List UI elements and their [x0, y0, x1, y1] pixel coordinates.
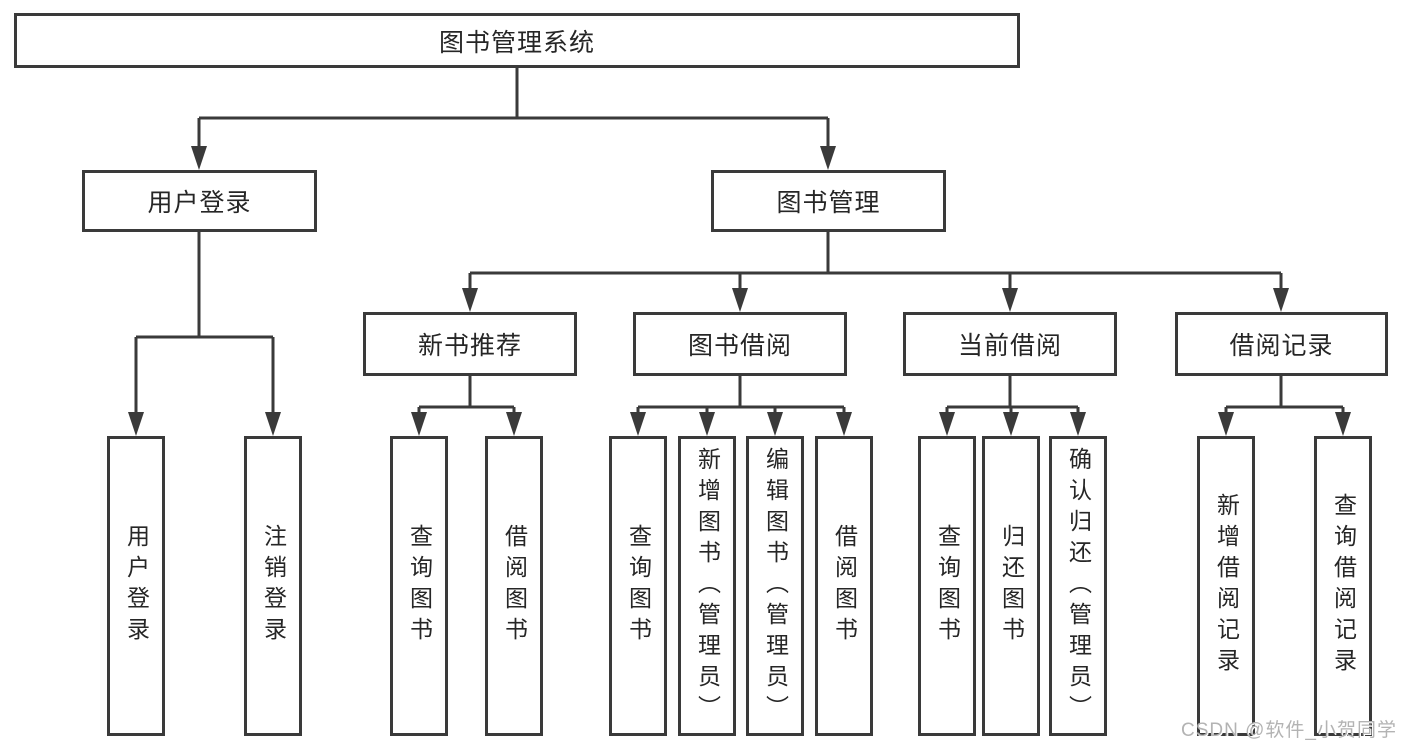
- arrowhead: [1002, 288, 1018, 312]
- leaf-logout-label: 注销登录: [260, 524, 287, 648]
- leaf-borrow-books-recommend-label: 借阅图书: [501, 524, 528, 648]
- leaf-query-borrow-record: 查询借阅记录: [1314, 436, 1372, 736]
- node-user-login: 用户登录: [82, 170, 317, 232]
- connector-management: [468, 232, 1283, 290]
- leaf-logout: 注销登录: [244, 436, 302, 736]
- node-book-borrow-label: 图书借阅: [687, 332, 792, 360]
- connector-current-borrow: [945, 376, 1080, 414]
- arrowhead: [506, 412, 522, 436]
- arrowhead: [732, 288, 748, 312]
- arrowhead: [1273, 288, 1289, 312]
- node-borrow-records-label: 借阅记录: [1229, 332, 1334, 360]
- leaf-borrow-books: 借阅图书: [815, 436, 873, 736]
- leaf-user-login-label: 用户登录: [123, 524, 150, 648]
- arrowhead: [939, 412, 955, 436]
- leaf-confirm-return-admin: 确认归还（管理员）: [1049, 436, 1107, 736]
- leaf-query-books-recommend: 查询图书: [390, 436, 448, 736]
- connector-root: [197, 68, 830, 148]
- arrowhead: [1070, 412, 1086, 436]
- leaf-add-book-admin: 新增图书（管理员）: [678, 436, 736, 736]
- leaf-query-borrow-record-label: 查询借阅记录: [1330, 493, 1357, 679]
- arrowhead: [191, 146, 207, 170]
- csdn-watermark: CSDN @软件_小贺同学: [1181, 720, 1397, 741]
- leaf-query-books-current-label: 查询图书: [934, 524, 961, 648]
- node-root: 图书管理系统: [14, 13, 1020, 68]
- arrowhead: [265, 412, 281, 436]
- connector-login: [134, 232, 275, 414]
- connector-borrow-records: [1224, 376, 1345, 414]
- node-new-book-recommend-label: 新书推荐: [417, 332, 522, 360]
- node-current-borrow-label: 当前借阅: [957, 332, 1062, 360]
- arrowhead: [820, 146, 836, 170]
- connector-new-book: [417, 376, 516, 414]
- node-root-label: 图书管理系统: [438, 28, 595, 57]
- arrowhead: [128, 412, 144, 436]
- arrowhead: [630, 412, 646, 436]
- leaf-borrow-books-recommend: 借阅图书: [485, 436, 543, 736]
- node-book-management-label: 图书管理: [776, 189, 881, 217]
- leaf-user-login: 用户登录: [107, 436, 165, 736]
- leaf-edit-book-admin: 编辑图书（管理员）: [746, 436, 804, 736]
- leaf-confirm-return-admin-label: 确认归还（管理员）: [1065, 446, 1092, 726]
- leaf-query-books-borrow-label: 查询图书: [625, 524, 652, 648]
- leaf-query-books-recommend-label: 查询图书: [406, 524, 433, 648]
- arrowhead: [411, 412, 427, 436]
- arrowhead: [1218, 412, 1234, 436]
- leaf-add-book-admin-label: 新增图书（管理员）: [694, 446, 721, 726]
- leaf-borrow-books-label: 借阅图书: [831, 524, 858, 648]
- leaf-query-books-borrow: 查询图书: [609, 436, 667, 736]
- node-current-borrow: 当前借阅: [903, 312, 1117, 376]
- connector-book-borrow: [636, 376, 846, 414]
- leaf-return-book: 归还图书: [982, 436, 1040, 736]
- leaf-query-books-current: 查询图书: [918, 436, 976, 736]
- leaf-add-borrow-record-label: 新增借阅记录: [1213, 493, 1240, 679]
- arrowhead: [1335, 412, 1351, 436]
- arrowhead: [462, 288, 478, 312]
- arrowhead: [1003, 412, 1019, 436]
- node-borrow-records: 借阅记录: [1175, 312, 1388, 376]
- leaf-edit-book-admin-label: 编辑图书（管理员）: [762, 446, 789, 726]
- leaf-add-borrow-record: 新增借阅记录: [1197, 436, 1255, 736]
- node-user-login-label: 用户登录: [147, 189, 252, 217]
- node-book-management: 图书管理: [711, 170, 946, 232]
- leaf-return-book-label: 归还图书: [998, 524, 1025, 648]
- arrowhead: [836, 412, 852, 436]
- arrowhead: [699, 412, 715, 436]
- node-new-book-recommend: 新书推荐: [363, 312, 577, 376]
- arrowhead: [767, 412, 783, 436]
- node-book-borrow: 图书借阅: [633, 312, 847, 376]
